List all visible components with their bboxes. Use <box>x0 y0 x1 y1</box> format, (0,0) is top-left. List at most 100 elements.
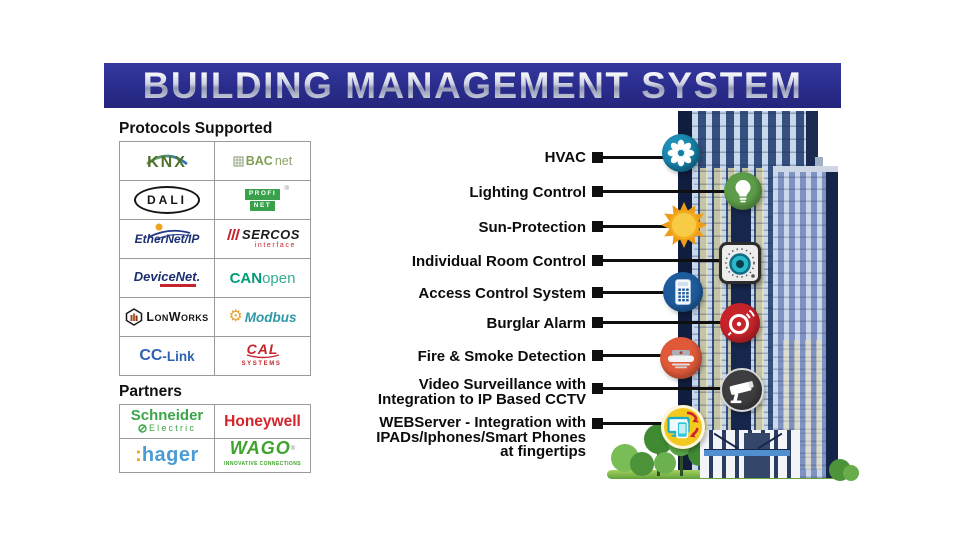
lightbulb-icon <box>724 172 762 210</box>
connector-line-webserver <box>592 418 670 429</box>
ethernet-ip-logo: EtherNet/IP <box>135 223 199 246</box>
hager-text: hager <box>141 444 199 466</box>
lonworks-logo: LonWorks <box>125 308 208 326</box>
feature-label-burglar-alarm: Burglar Alarm <box>486 315 586 332</box>
feature-label-webserver: WEBServer - Integration with IPADs/Iphon… <box>376 414 586 460</box>
access-keypad-icon <box>663 272 703 312</box>
dali-text: DALI <box>147 193 187 207</box>
rooftop-antenna <box>815 157 823 166</box>
connector-line-fire <box>592 350 668 361</box>
knx-text: KNX <box>147 154 187 171</box>
bacnet-text-rest: net <box>274 154 293 168</box>
hager-colon: : <box>135 444 142 466</box>
fan-icon <box>662 134 700 172</box>
tower-cap <box>773 166 838 172</box>
cctv-camera-icon <box>720 368 764 412</box>
connector-line-access <box>592 287 670 298</box>
protocol-ethernet-ip: EtherNet/IP <box>120 220 215 259</box>
canopen-text-bold: CAN <box>229 269 263 287</box>
cal-text: CAL <box>246 340 279 357</box>
partner-hager: :hager <box>120 439 215 473</box>
feature-label-fire-smoke-detection: Fire & Smoke Detection <box>417 348 586 365</box>
devicenet-text: DeviceNet. <box>133 269 201 285</box>
partners-table: Schneider Electric Honeywell :hager <box>119 404 311 473</box>
bacnet-grid-icon <box>233 156 244 166</box>
modbus-text: Modbus <box>244 309 297 325</box>
partner-wago: WAGO ® INNOVATIVE CONNECTIONS <box>215 439 311 473</box>
modbus-gear-icon: ⚙ <box>228 308 243 325</box>
partner-honeywell: Honeywell <box>215 405 311 439</box>
partners-heading: Partners <box>119 383 182 400</box>
bacnet-text-bold: BAC <box>245 154 273 168</box>
cclink-text-bold: CC <box>139 347 163 364</box>
bush <box>843 465 859 481</box>
profinet-logo: ® PROFI NET <box>244 185 289 211</box>
devicenet-logo: DeviceNet. <box>133 269 201 287</box>
smoke-detector-icon <box>660 337 702 379</box>
wago-sub-text: INNOVATIVE CONNECTIONS <box>224 460 301 467</box>
cal-systems-logo: CAL SYSTEMS <box>241 340 284 369</box>
connector-line-sun <box>592 221 670 232</box>
feature-label-individual-room-control: Individual Room Control <box>411 253 586 270</box>
profinet-bottom: NET <box>249 200 276 211</box>
entrance-awning <box>704 449 790 456</box>
wago-reg: ® <box>290 445 296 452</box>
protocol-dali: DALI <box>120 181 215 220</box>
ethernet-ip-swoosh-icon <box>148 223 190 239</box>
protocol-sercos: SERCOS interface <box>215 220 311 259</box>
cclink-text-rest: -Link <box>162 348 195 364</box>
feature-label-hvac: HVAC <box>544 149 586 166</box>
protocol-lonworks: LonWorks <box>120 298 215 337</box>
protocol-devicenet: DeviceNet. <box>120 259 215 298</box>
bush <box>630 452 654 476</box>
sercos-sub-text: interface <box>254 241 296 249</box>
sercos-text: SERCOS <box>242 226 300 242</box>
protocols-heading: Protocols Supported <box>119 120 273 137</box>
feature-label-video-surveillance: Video Surveillance with Integration to I… <box>377 376 586 408</box>
partner-schneider-electric: Schneider Electric <box>120 405 215 439</box>
protocol-modbus: ⚙ Modbus <box>215 298 311 337</box>
sun-icon <box>660 201 708 249</box>
feature-label-sun-protection: Sun-Protection <box>478 219 587 236</box>
feature-label-access-control-system: Access Control System <box>418 285 586 302</box>
wago-text: WAGO <box>229 439 291 458</box>
connector-line-lighting <box>592 186 730 197</box>
connector-line-room-control <box>592 255 725 266</box>
title-banner: BUILDING MANAGEMENT SYSTEM <box>104 63 841 108</box>
profinet-reg: ® <box>284 185 290 192</box>
dali-logo: DALI <box>134 186 200 214</box>
tower-edge <box>826 172 838 478</box>
schneider-logo: Schneider Electric <box>130 406 204 435</box>
schneider-text: Schneider <box>130 406 204 424</box>
bush <box>654 452 676 474</box>
web-devices-icon <box>661 405 705 449</box>
schneider-mark-icon <box>138 423 147 433</box>
tree-trunk <box>680 448 683 476</box>
honeywell-text: Honeywell <box>224 412 301 430</box>
knx-logo: KNX <box>144 154 190 171</box>
wago-logo: WAGO ® INNOVATIVE CONNECTIONS <box>224 439 301 471</box>
alarm-bell-icon <box>720 303 760 343</box>
connector-line-hvac <box>592 152 670 163</box>
lonworks-hexagon-icon <box>126 308 143 326</box>
connector-line-video <box>592 383 728 394</box>
profinet-top: PROFI <box>244 189 281 200</box>
schneider-electric-text: Electric <box>148 422 197 433</box>
canopen-text-rest: open <box>262 269 296 287</box>
lonworks-text: LonWorks <box>146 310 209 324</box>
cal-sub-text: SYSTEMS <box>241 360 282 367</box>
connector-line-burglar <box>592 317 726 328</box>
cal-swoosh-icon <box>246 353 279 358</box>
feature-label-lighting-control: Lighting Control <box>469 184 586 201</box>
hager-logo: :hager <box>135 444 199 467</box>
room-thermostat-icon <box>719 242 761 284</box>
protocol-knx: KNX <box>120 142 215 181</box>
knx-arc-icon <box>146 154 188 165</box>
modbus-logo: ⚙ Modbus <box>228 309 296 325</box>
devicenet-underline <box>160 284 197 287</box>
